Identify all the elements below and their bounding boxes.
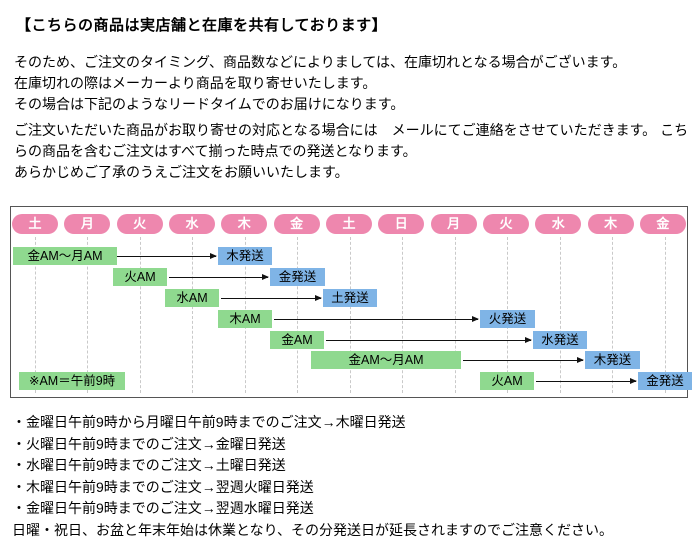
notice-paragraph-1: そのため、ご注文のタイミング、商品数などによりましては、在庫切れとなる場合がござ… — [14, 52, 692, 115]
day-pill: 木 — [221, 214, 268, 234]
column-guide-line — [350, 237, 351, 393]
order-window-box: 金AM～月AM — [311, 351, 461, 369]
holiday-notice: 日曜・祝日、お盆と年末年始は休業となり、その分発送日が延長されますのでご注意くだ… — [12, 521, 614, 538]
notice-line: 在庫切れの際はメーカーより商品を取り寄せいたします。 — [14, 75, 377, 91]
order-window-box: 金AM — [270, 331, 324, 349]
column-guide-line — [87, 237, 88, 393]
notice-paragraph-2: ご注文いただいた商品がお取り寄せの対応となる場合には メールにてご連絡をさせてい… — [14, 120, 692, 183]
column-guide-line — [455, 237, 456, 393]
day-pill: 月 — [430, 214, 477, 234]
ship-day-box: 金発送 — [638, 372, 692, 390]
column-guide-line — [35, 237, 36, 393]
column-guide-line — [560, 237, 561, 393]
day-pill: 木 — [587, 214, 634, 234]
notice-line: あらかじめご了承のうえご注文をお願いいたします。 — [14, 164, 349, 180]
ship-day-box: 木発送 — [585, 351, 640, 369]
arrow-right-icon — [274, 316, 479, 322]
arrow-right-icon — [463, 357, 584, 363]
ship-day-box: 水発送 — [533, 331, 587, 349]
day-header-row: 土 月 火 水 木 金 土 日 月 火 水 木 金 — [12, 214, 686, 234]
notice-line: ご注文いただいた商品がお取り寄せの対応となる場合には メールにてご連絡をさせてい… — [14, 122, 689, 159]
ship-day-box: 土発送 — [323, 289, 377, 307]
order-window-box: 水AM — [165, 289, 219, 307]
day-pill: 金 — [273, 214, 320, 234]
day-pill: 火 — [482, 214, 529, 234]
column-guide-line — [297, 237, 298, 393]
order-window-box: 木AM — [218, 310, 272, 328]
shipping-rule-item: ・金曜日午前9時までのご注文→翌週水曜日発送 — [12, 500, 314, 516]
ship-day-box: 火発送 — [480, 310, 535, 328]
arrow-right-icon — [326, 337, 532, 343]
notice-title: 【こちらの商品は実店舗と在庫を共有しております】 — [16, 17, 388, 34]
column-guide-line — [665, 237, 666, 393]
arrow-right-icon — [117, 253, 217, 259]
day-pill: 水 — [168, 214, 215, 234]
ship-day-box: 木発送 — [218, 247, 272, 265]
shipping-rule-item: ・火曜日午前9時までのご注文→金曜日発送 — [12, 435, 286, 452]
shipping-rule-item: ・木曜日午前9時までのご注文→翌週火曜日発送 — [12, 478, 314, 495]
day-pill: 土 — [325, 214, 372, 234]
day-pill: 火 — [116, 214, 163, 234]
day-pill: 日 — [378, 214, 425, 234]
shipping-rule-item: ・金曜日午前9時から月曜日午前9時までのご注文→木曜日発送 — [12, 414, 406, 430]
order-window-box: 金AM～月AM — [13, 247, 117, 265]
ship-day-box: 金発送 — [270, 268, 325, 286]
column-guide-line — [192, 237, 193, 393]
am-definition-note: ※AM＝午前9時 — [19, 372, 126, 390]
day-pill: 土 — [12, 214, 58, 234]
column-guide-line — [402, 237, 403, 393]
arrow-right-icon — [536, 378, 637, 384]
shipping-rules-list: ・金曜日午前9時から月曜日午前9時までのご注文→木曜日発送 ・火曜日午前9時まで… — [12, 412, 696, 541]
arrow-right-icon — [221, 295, 322, 301]
lead-time-chart: 土 月 火 水 木 金 土 日 月 火 水 木 金 金AM～月AM 木発送 — [10, 206, 692, 398]
order-window-box: 火AM — [480, 372, 534, 390]
column-guide-line — [612, 237, 613, 393]
day-pill: 月 — [64, 214, 111, 234]
order-window-box: 火AM — [113, 268, 167, 286]
day-pill: 金 — [639, 214, 686, 234]
arrow-right-icon — [169, 274, 269, 280]
day-pill: 水 — [535, 214, 582, 234]
column-guide-line — [140, 237, 141, 393]
notice-line: その場合は下記のようなリードタイムでのお届けになります。 — [14, 96, 405, 112]
notice-line: そのため、ご注文のタイミング、商品数などによりましては、在庫切れとなる場合がござ… — [14, 54, 627, 70]
shipping-rule-item: ・水曜日午前9時までのご注文→土曜日発送 — [12, 457, 286, 473]
